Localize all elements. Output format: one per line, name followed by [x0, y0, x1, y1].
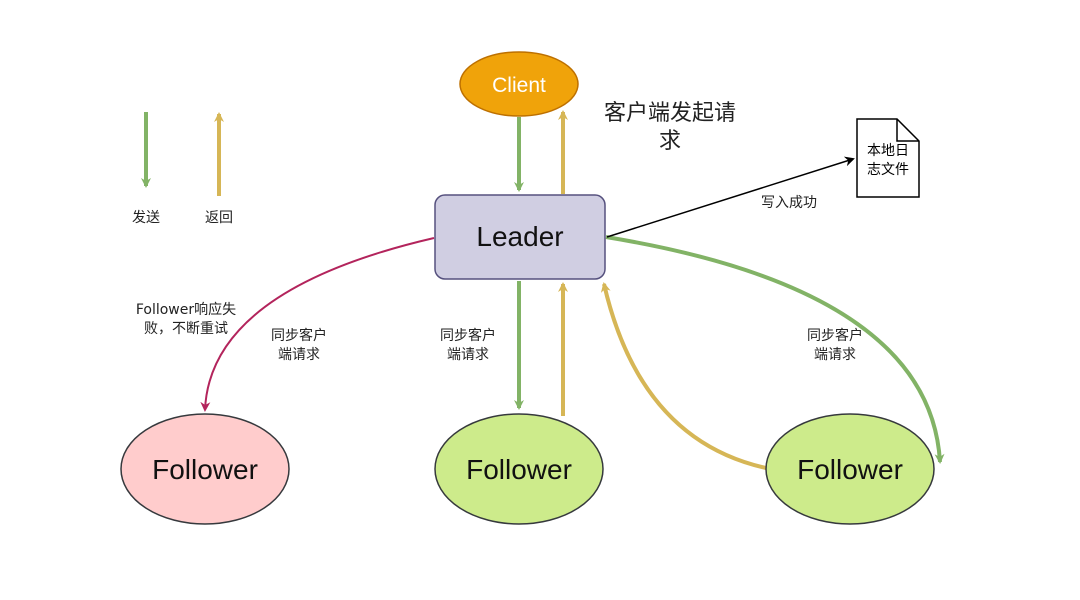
client-request-label-line2: 求 — [659, 129, 681, 154]
client-request-label-line1: 客户端发起请 — [604, 101, 736, 126]
follower-right-node[interactable]: Follower — [765, 413, 935, 525]
legend: 发送 返回 — [132, 112, 233, 226]
sync-right-label-line2: 端请求 — [814, 347, 856, 363]
document-icon — [856, 118, 920, 198]
sync-middle-label-line2: 端请求 — [447, 347, 489, 363]
write-success-label: 写入成功 — [761, 195, 817, 211]
leader-to-follower-right-arrow — [605, 235, 945, 464]
sync-right-label-line1: 同步客户 — [807, 327, 863, 344]
follower-left-label: Follower — [152, 454, 258, 485]
legend-send-label: 发送 — [132, 210, 160, 226]
failure-label-line2: 败，不断重试 — [144, 321, 228, 337]
follower-left-node[interactable]: Follower — [120, 413, 290, 525]
log-file-node: 本地日 志文件 — [856, 118, 920, 198]
follower-middle-node[interactable]: Follower — [434, 413, 604, 525]
client-node[interactable]: Client — [459, 51, 579, 117]
leader-to-follower-left-arrow — [200, 237, 435, 412]
leader-to-logfile-arrow — [606, 156, 855, 238]
log-file-label-line1: 本地日 — [867, 143, 909, 159]
leader-node[interactable]: Leader — [434, 194, 606, 280]
legend-return-label: 返回 — [205, 210, 233, 226]
sync-middle-label-line1: 同步客户 — [440, 327, 496, 344]
sync-left-label-line1: 同步客户 — [271, 327, 327, 344]
follower-right-to-leader-arrow — [600, 282, 767, 470]
follower-right-label: Follower — [797, 454, 903, 485]
follower-middle-label: Follower — [466, 454, 572, 485]
leader-label: Leader — [476, 221, 563, 252]
client-label: Client — [492, 74, 546, 97]
failure-label-line1: Follower响应失 — [136, 301, 236, 318]
sync-left-label-line2: 端请求 — [278, 347, 320, 363]
log-file-label-line2: 志文件 — [867, 162, 909, 178]
